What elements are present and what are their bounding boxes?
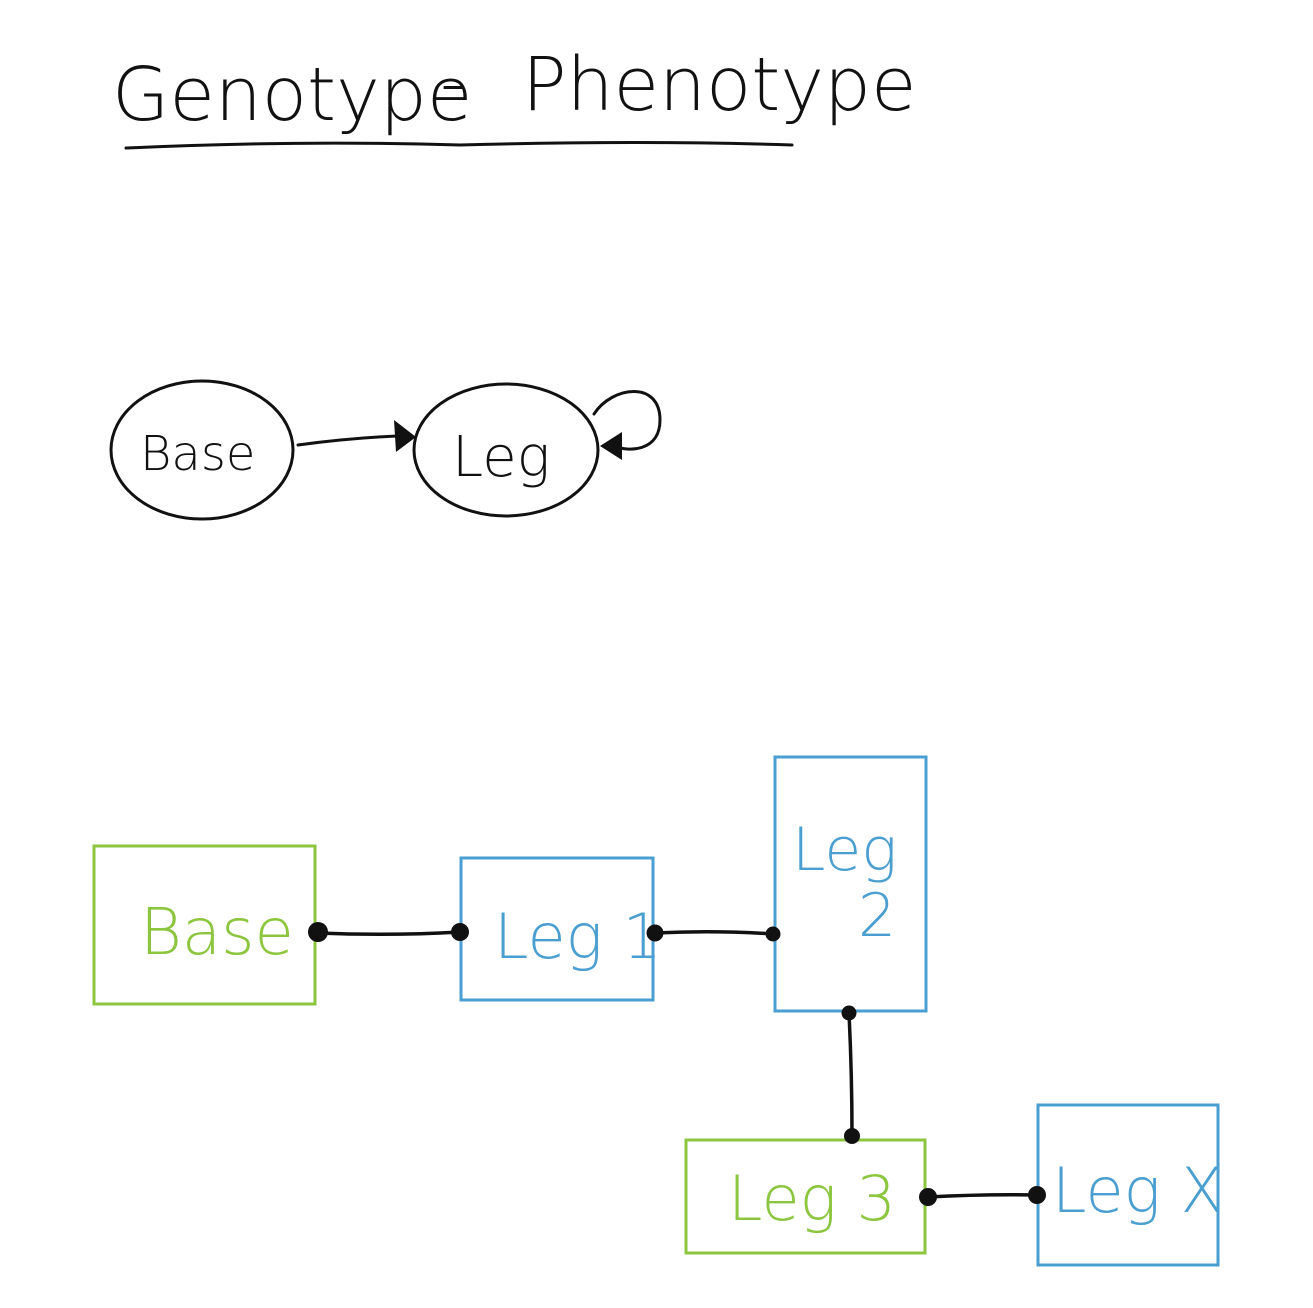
phenotype-graph: Base Leg 1 Leg 2 Leg 3 Leg X: [92, 755, 1223, 1267]
title-group: Genotype - Phenotype: [112, 40, 917, 150]
connector-joint: [1028, 1186, 1046, 1204]
connector-joint: [451, 923, 469, 941]
genotype-node-base-label: Base: [140, 426, 255, 482]
title-separator: -: [440, 40, 467, 126]
phenotype-block-leg2-label-word: Leg: [792, 815, 897, 885]
phenotype-block-legx-label: Leg X: [1052, 1154, 1223, 1227]
connector-line: [653, 929, 775, 936]
phenotype-connector-base-leg1: [308, 922, 469, 942]
connector-joint: [646, 924, 664, 942]
phenotype-block-legx: [1036, 1103, 1220, 1267]
phenotype-connector-leg3-legx: [919, 1186, 1046, 1206]
phenotype-block-base-label: Base: [140, 896, 294, 970]
genotype-edge-self-loop-arrowhead: [600, 432, 622, 460]
connector-joint: [841, 1005, 857, 1021]
phenotype-block-leg1-label: Leg 1: [494, 900, 662, 973]
genotype-node-base: [109, 379, 295, 521]
title-genotype: Genotype: [112, 52, 472, 138]
title-phenotype: Phenotype: [522, 42, 917, 128]
phenotype-block-leg3-label: Leg 3: [728, 1162, 896, 1235]
genotype-edge-base-leg-arrowhead: [394, 420, 416, 452]
connector-line: [847, 1011, 854, 1137]
phenotype-block-leg2-label-number: 2: [858, 881, 896, 951]
connector-joint: [844, 1128, 860, 1144]
genotype-graph: Base Leg: [109, 379, 662, 521]
phenotype-connector-leg2-leg3: [841, 1005, 860, 1144]
genotype-node-leg-label: Leg: [452, 425, 550, 490]
connector-joint: [765, 926, 781, 942]
connector-joint: [919, 1188, 937, 1206]
genotype-node-leg: [412, 382, 600, 518]
connector-line: [926, 1193, 1039, 1199]
connector-joint: [308, 922, 328, 942]
genotype-edge-leg-self-loop: [592, 390, 662, 451]
title-underline: [124, 141, 794, 150]
phenotype-connector-leg1-leg2: [646, 924, 781, 942]
connector-line: [316, 930, 462, 937]
genotype-edge-base-leg: [296, 434, 400, 447]
